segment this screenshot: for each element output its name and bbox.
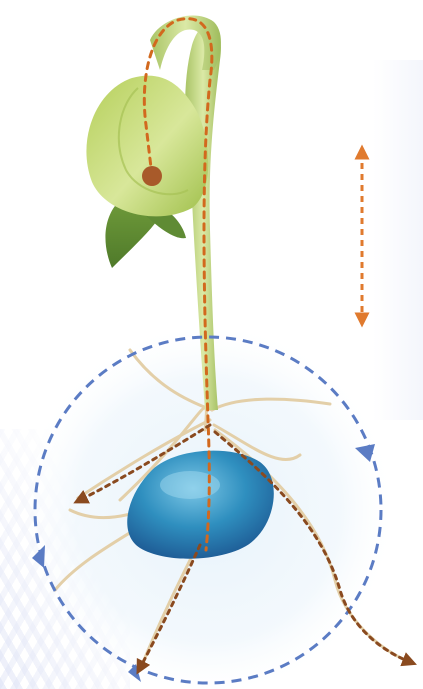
growth-origin-dot [142, 166, 162, 186]
